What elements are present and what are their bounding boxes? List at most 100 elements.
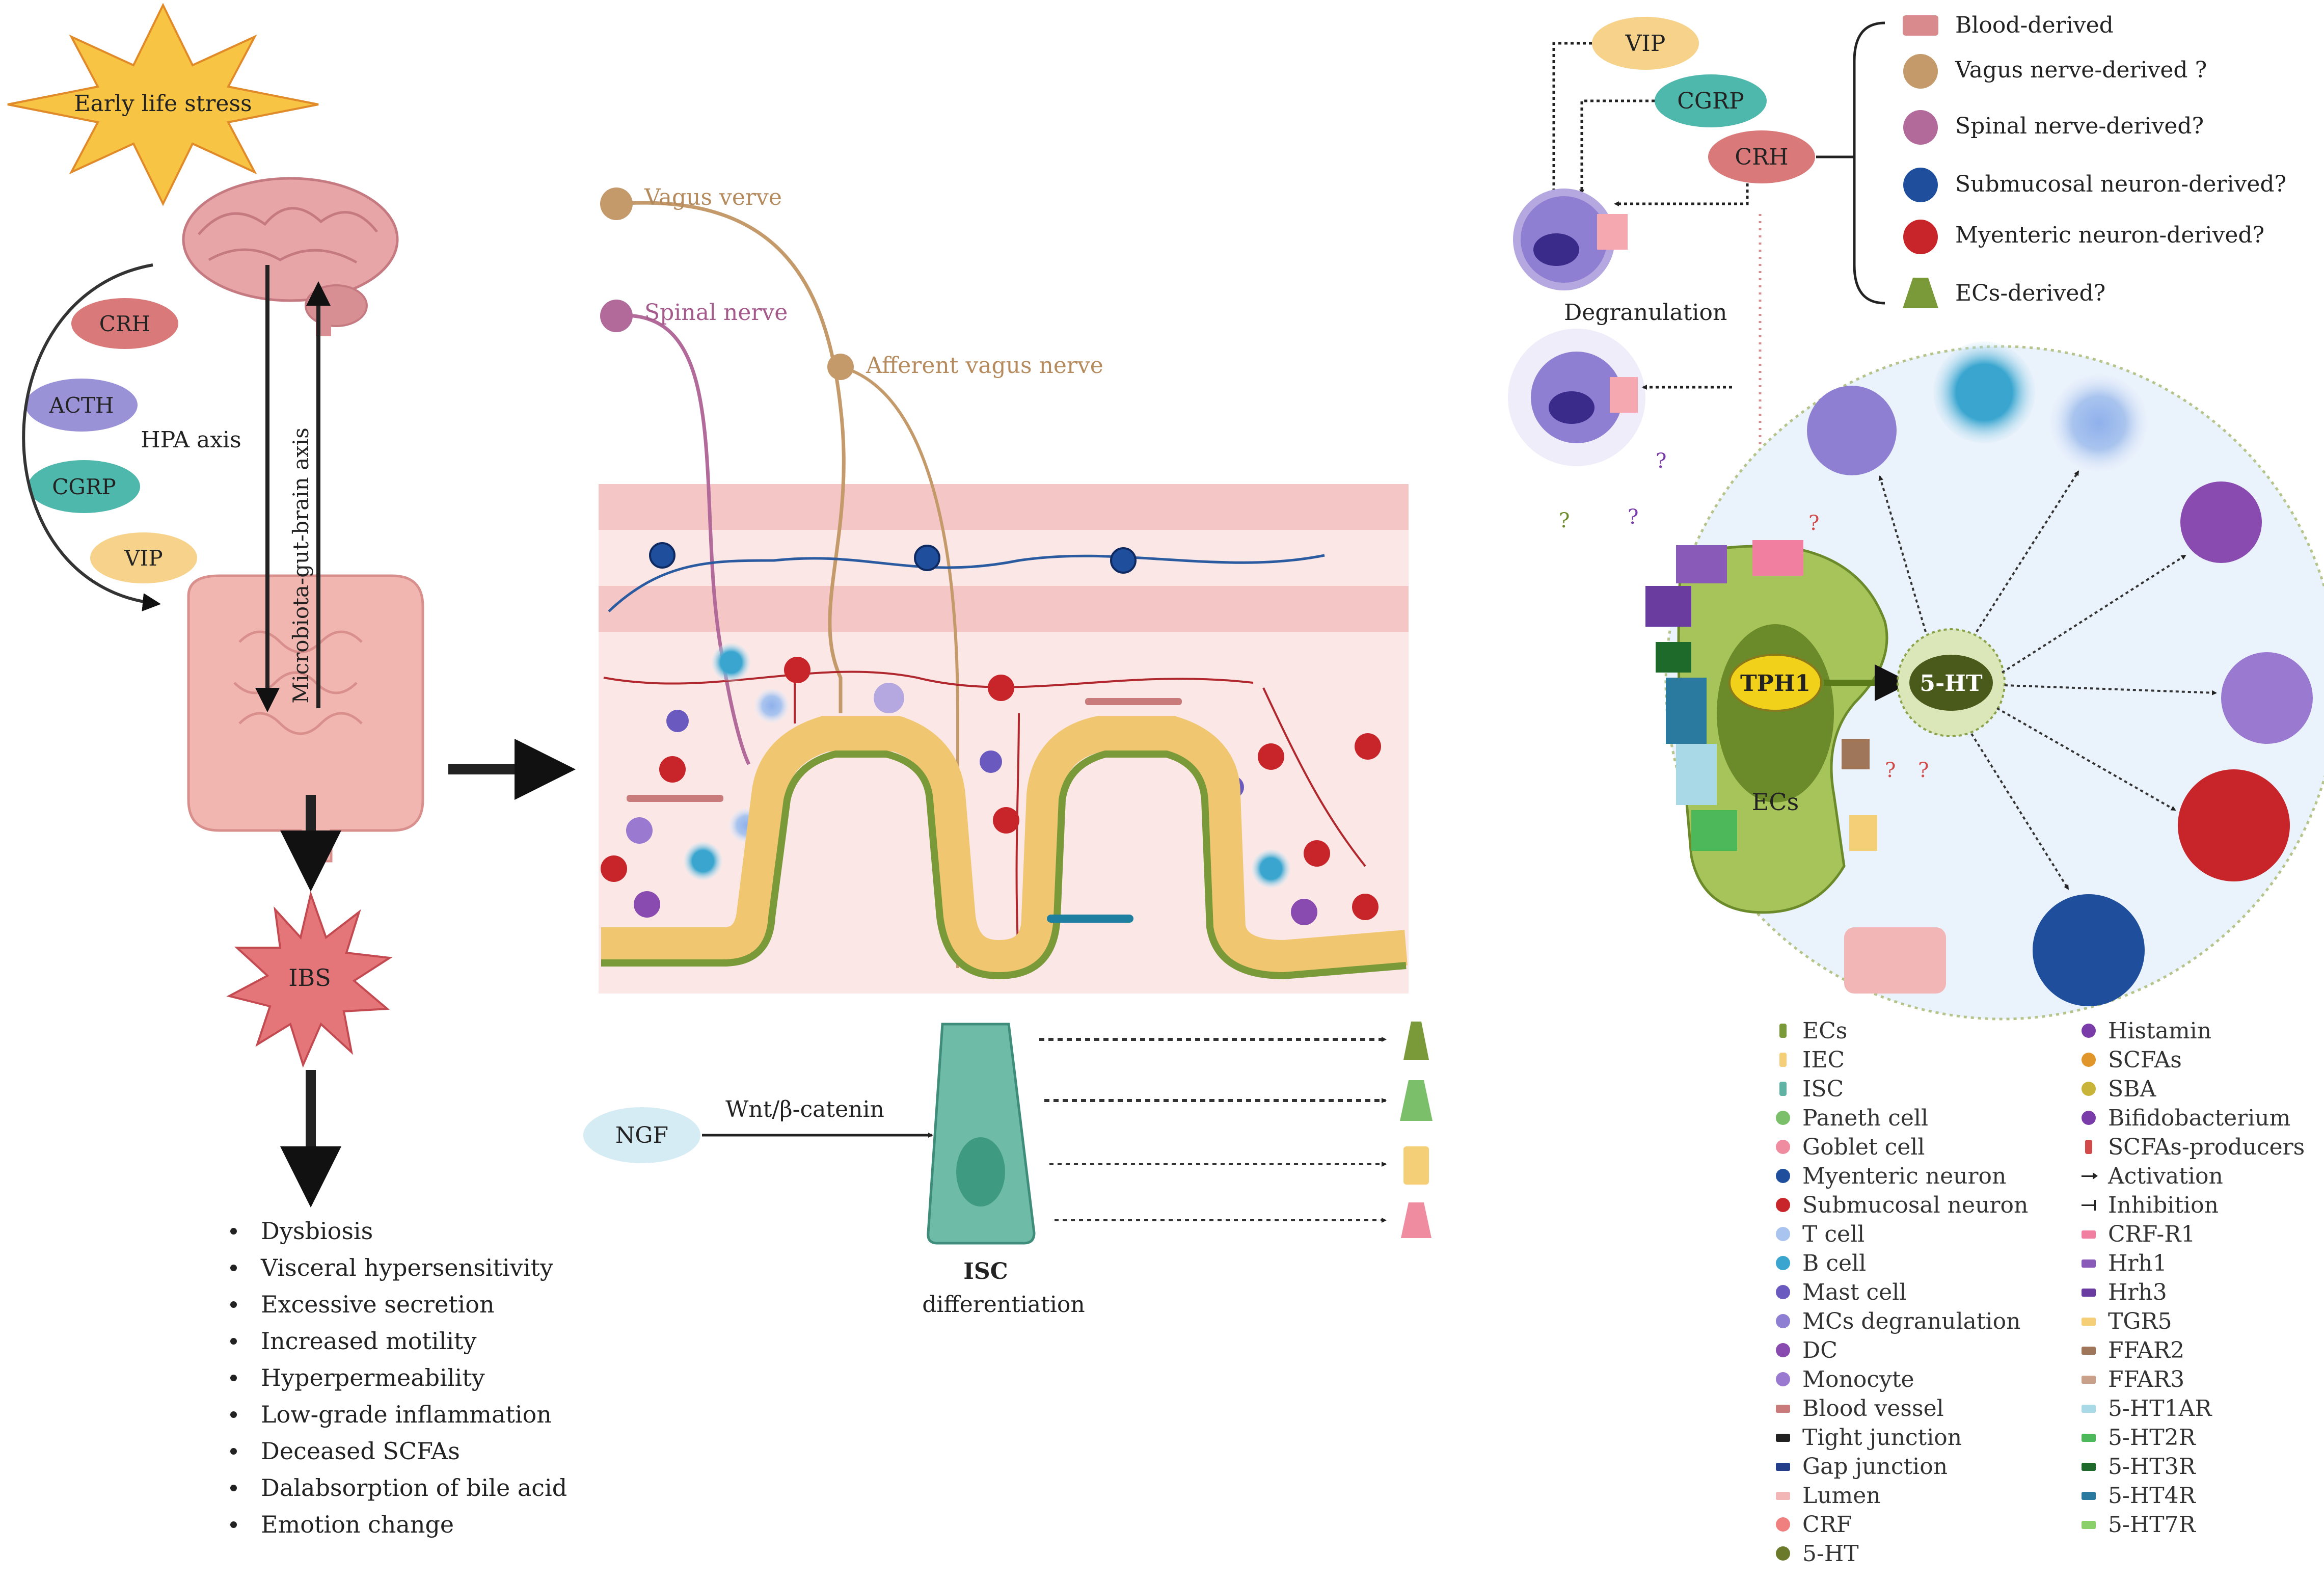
legend-item: Histamin: [2078, 1016, 2305, 1045]
legend-label: 5-HT3R: [2108, 1454, 2196, 1480]
afferent-ganglion-icon: [827, 354, 854, 380]
submucosal-neuron-icon: [1258, 743, 1284, 770]
legend-label: Submucosal neuron: [1802, 1192, 2029, 1218]
microbiota-gut-brain-axis-label: Microbiota-gut-brain axis: [288, 427, 313, 704]
legend-item: TGR5: [2078, 1307, 2305, 1336]
dc-icon: [1291, 899, 1317, 925]
submucosal-neuron-icon: [988, 675, 1014, 701]
question-mark: ?: [1559, 509, 1570, 532]
submucosal-neuron-icon: [601, 855, 627, 882]
hormone-cgrp-label: CGRP: [52, 474, 116, 499]
spinal-nerve-derived-icon: [1903, 110, 1938, 145]
legend-swatch-icon: [1776, 1517, 1790, 1532]
dc-icon: [634, 891, 660, 918]
vagus-ganglion-icon: [600, 187, 633, 220]
hormone-crh: CRH: [71, 298, 178, 349]
legend-item: SCFAs-producers: [2078, 1133, 2305, 1162]
brain-icon: [182, 177, 399, 336]
crh-origin-label: Spinal nerve-derived?: [1955, 113, 2204, 139]
legend-swatch-icon: [1776, 1492, 1790, 1500]
crh-origin-bracket: [1816, 21, 1885, 305]
legend-label: 5-HT7R: [2108, 1512, 2196, 1538]
myenteric-neuron-target-icon: [2033, 894, 2145, 1006]
legend-label: Tight junction: [1802, 1425, 1962, 1451]
afferent-vagus-nerve: [840, 365, 959, 968]
legend-item: Gap junction: [1773, 1452, 2028, 1481]
source-vip-label: VIP: [1625, 31, 1666, 57]
blood-vessel-icon: [1085, 698, 1182, 705]
t-cell-icon: [754, 688, 789, 723]
source-crh: CRH: [1708, 130, 1815, 183]
t-cell-target-icon: [2050, 374, 2147, 471]
source-cgrp-label: CGRP: [1677, 88, 1744, 114]
legend-swatch-icon: [2082, 1347, 2096, 1355]
submucosal-neuron-icon: [1304, 840, 1330, 867]
5ht1ar-receptor-icon: [1676, 744, 1717, 805]
vagus-verve-label: Vagus verve: [644, 184, 782, 210]
legend-item: 5-HT7R: [2078, 1510, 2305, 1539]
legend-label: DC: [1802, 1337, 1837, 1363]
legend-label: TGR5: [2108, 1308, 2172, 1334]
legend-item: Hrh3: [2078, 1278, 2305, 1307]
hpa-axis-label: HPA axis: [141, 427, 241, 453]
spinal-ganglion-icon: [600, 300, 633, 332]
legend-label: CRF: [1802, 1512, 1852, 1538]
legend-item: 5-HT3R: [2078, 1452, 2305, 1481]
legend-label: 5-HT: [1802, 1541, 1859, 1567]
question-mark: ?: [1656, 449, 1666, 473]
legend-swatch-icon: [2082, 1434, 2096, 1442]
lumen-icon: [1844, 927, 1946, 994]
ffar2-receptor-icon: [1842, 739, 1870, 769]
early-life-stress-label: Early life stress: [74, 91, 252, 117]
hormone-crh-label: CRH: [99, 311, 150, 336]
legend-swatch-icon: [1779, 1082, 1787, 1096]
legend-item: FFAR2: [2078, 1336, 2305, 1365]
legend-label: Histamin: [2108, 1018, 2212, 1044]
legend-swatch-icon: [2082, 1289, 2096, 1297]
legend-swatch-icon: [1776, 1343, 1790, 1357]
tph1-badge: TPH1: [1728, 654, 1822, 712]
paneth-cell-icon: [1400, 1080, 1433, 1121]
legend-item: 5-HT4R: [2078, 1481, 2305, 1510]
legend-swatch-icon: [1776, 1434, 1790, 1442]
legend-item: Activation: [2078, 1162, 2305, 1191]
5ht3r-receptor-icon: [1656, 642, 1691, 673]
legend-item: Inhibition: [2078, 1191, 2305, 1220]
legend-swatch-icon: [1776, 1285, 1790, 1299]
legend-item: 5-HT: [1773, 1539, 2028, 1568]
legend-swatch-icon: [2082, 1463, 2096, 1471]
legend-swatch-icon: [2082, 1200, 2096, 1211]
hormone-acth: ACTH: [25, 379, 138, 432]
hormone-cgrp: CGRP: [28, 460, 140, 513]
legend-label: Activation: [2108, 1163, 2223, 1189]
crh-to-mast-cell-arrow: [1614, 183, 1749, 206]
legend-label: Bifidobacterium: [2108, 1105, 2291, 1131]
hrh3-receptor-icon: [1645, 586, 1691, 627]
legend-label: SCFAs: [2108, 1047, 2182, 1073]
legend-swatch-icon: [1776, 1372, 1790, 1386]
muscle-layer-bottom: [599, 586, 1409, 632]
symptom-item: Hyperpermeability: [224, 1359, 683, 1396]
serotonin-to-t-cell-arrow: [1976, 470, 2079, 633]
legend-swatch-icon: [1776, 1140, 1790, 1154]
monocyte-target-icon: [2221, 652, 2313, 744]
submucosal-neuron-target-icon: [2178, 769, 2290, 881]
serotonin-to-monocyte-arrow: [2004, 684, 2217, 695]
middle-panel: Vagus verve Spinal nerve Afferent vagus …: [583, 184, 1433, 1318]
legend-item: ECs: [1773, 1016, 2028, 1045]
ibs-symptom-list: Dysbiosis Visceral hypersensitivity Exce…: [224, 1213, 683, 1543]
legend-item: ISC: [1773, 1075, 2028, 1104]
blood-derived-icon: [1903, 15, 1938, 36]
ngf-label: NGF: [615, 1122, 668, 1148]
submucosal-plexus: [603, 671, 1366, 969]
symptom-item: Emotion change: [224, 1506, 683, 1543]
submucosal-neuron-icon: [993, 807, 1019, 834]
legend-item: CRF-R1: [2078, 1220, 2305, 1249]
symptom-item: Visceral hypersensitivity: [224, 1249, 683, 1286]
legend-label: FFAR2: [2108, 1337, 2185, 1363]
legend-label: B cell: [1802, 1250, 1867, 1276]
legend-swatch-icon: [1776, 1169, 1790, 1183]
legend-swatch-icon: [1776, 1256, 1790, 1270]
mucosa-background: [599, 484, 1409, 994]
legend-item: DC: [1773, 1336, 2028, 1365]
